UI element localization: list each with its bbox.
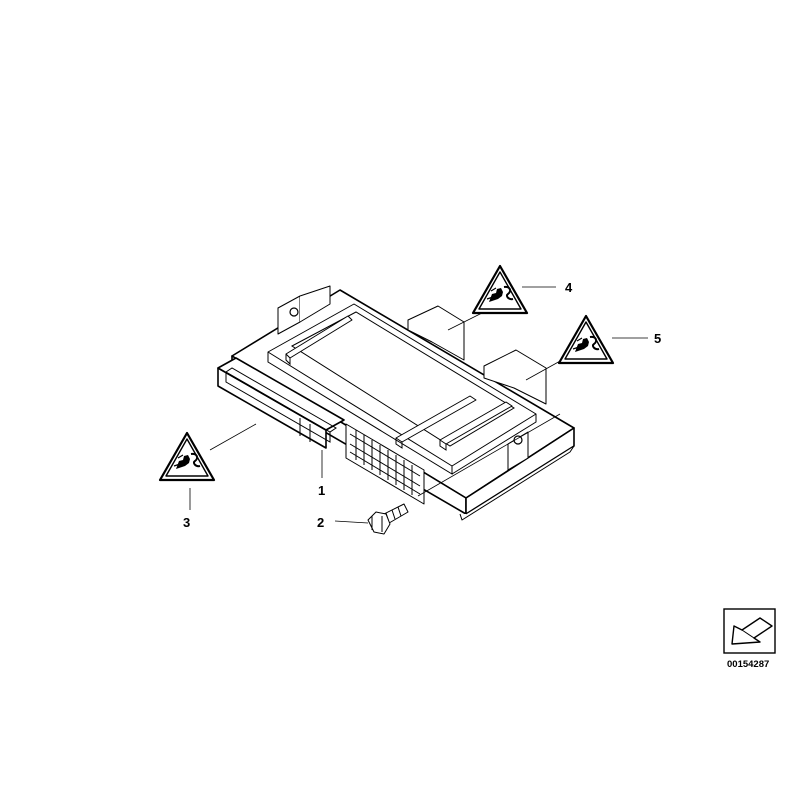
reference-number: 00154287 (727, 659, 769, 670)
next-page-arrow-icon[interactable] (723, 608, 776, 654)
callout-2: 2 (317, 515, 324, 530)
esd-warning-triangle-icon (158, 431, 216, 482)
esd-warning-triangle-icon (471, 264, 529, 315)
control-unit (217, 285, 575, 521)
callout-3: 3 (183, 515, 190, 530)
callout-4: 4 (565, 280, 573, 295)
warning-sticker-3 (158, 431, 216, 482)
callout-1: 1 (318, 483, 325, 498)
esd-warning-triangle-icon (557, 314, 615, 365)
screw (367, 503, 409, 535)
warning-sticker-4 (471, 264, 529, 315)
leader-lines (189, 286, 648, 524)
warning-sticker-5 (557, 314, 615, 365)
callout-5: 5 (654, 331, 661, 346)
